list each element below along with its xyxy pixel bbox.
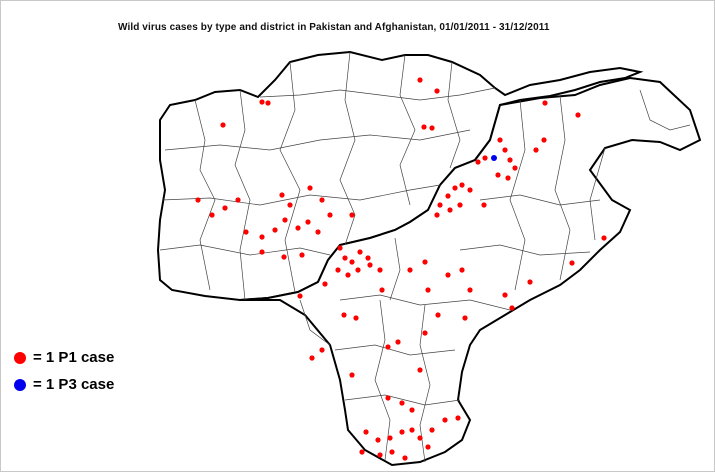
map-legend: = 1 P1 case = 1 P3 case	[14, 344, 114, 398]
district-boundaries	[159, 51, 691, 463]
pakistan-outline	[239, 76, 702, 467]
map-title: Wild virus cases by type and district in…	[118, 22, 550, 33]
p1-case-markers	[195, 77, 607, 461]
p3-marker-icon	[14, 378, 26, 391]
legend-item-p1: = 1 P1 case	[14, 344, 114, 371]
p3-case-markers	[491, 155, 497, 161]
legend-label-p3: = 1 P3 case	[33, 376, 115, 393]
legend-label-p1: = 1 P1 case	[33, 349, 115, 366]
p1-marker-icon	[14, 351, 26, 364]
legend-item-p3: = 1 P3 case	[14, 371, 114, 398]
